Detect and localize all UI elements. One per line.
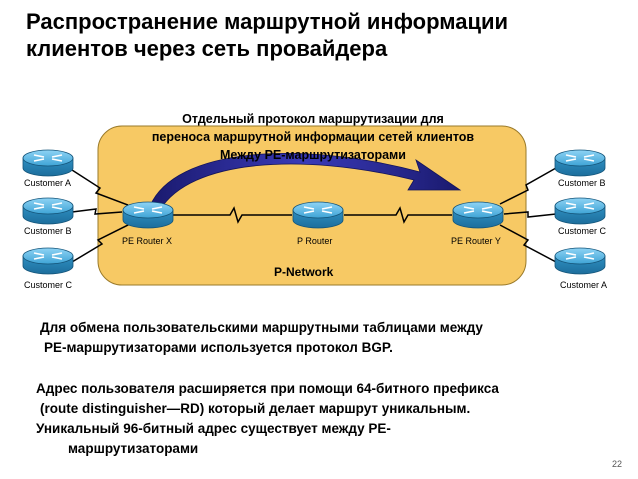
protocol-description: Отдельный протокол маршрутизации для пер… — [98, 110, 528, 164]
router-icon — [122, 201, 174, 229]
customer-a-right-label: Customer A — [560, 280, 608, 290]
customer-b-right-label: Customer B — [558, 178, 606, 188]
customer-c-left-label: Customer C — [24, 280, 73, 290]
link-pe-x-p — [172, 206, 292, 224]
router-icon — [22, 247, 74, 275]
router-icon — [292, 201, 344, 229]
title-line-1: Распространение маршрутной информации — [26, 9, 509, 34]
router-icon — [22, 197, 74, 225]
router-icon — [22, 149, 74, 177]
bgp-paragraph: Для обмена пользовательскими маршрутными… — [40, 318, 600, 358]
router-icon — [554, 149, 606, 177]
customer-b-left-label: Customer B — [24, 226, 72, 236]
page-title: Распространение маршрутной информации кл… — [26, 8, 626, 62]
link-customer-b-left-pe-x — [71, 208, 123, 215]
p-network-label: P-Network — [274, 265, 334, 279]
p-router-label: P Router — [297, 236, 333, 246]
link-p-pe-y — [344, 206, 452, 224]
protocol-line-3: Между PE-маршрутизаторами — [220, 148, 406, 162]
link-pe-y-customer-b-right — [499, 167, 557, 205]
router-icon — [554, 197, 606, 225]
title-line-2: клиентов через сеть провайдера — [26, 36, 388, 61]
link-customer-c-left-pe-x — [71, 223, 131, 263]
link-customer-a-left-pe-x — [71, 169, 129, 206]
router-icon — [554, 247, 606, 275]
rd-paragraph-line-3: Уникальный 96-битный адрес существует ме… — [36, 421, 391, 436]
rd-paragraph: Адрес пользователя расширяется при помощ… — [36, 379, 616, 459]
router-icon — [452, 201, 504, 229]
pe-router-x-label: PE Router X — [122, 236, 173, 246]
link-pe-y-customer-a-right — [499, 224, 557, 263]
protocol-line-1: Отдельный протокол маршрутизации для — [182, 112, 444, 126]
rd-paragraph-line-2: (route distinguisher—RD) который делает … — [40, 401, 471, 416]
link-pe-y-customer-c-right — [503, 211, 557, 218]
bgp-paragraph-line-1: Для обмена пользовательскими маршрутными… — [40, 320, 483, 335]
customer-a-left-label: Customer A — [24, 178, 72, 188]
pe-router-y-label: PE Router Y — [451, 236, 501, 246]
bgp-paragraph-line-2: PE-маршрутизаторами используется протоко… — [44, 340, 393, 355]
protocol-line-2: переноса маршрутной информации сетей кли… — [151, 130, 475, 144]
rd-paragraph-line-1: Адрес пользователя расширяется при помощ… — [36, 381, 499, 396]
customer-c-right-label: Customer C — [558, 226, 607, 236]
page-number: 22 — [611, 459, 622, 469]
rd-paragraph-line-4: маршрутизаторами — [68, 441, 199, 456]
bgp-exchange-arrow — [149, 153, 462, 211]
